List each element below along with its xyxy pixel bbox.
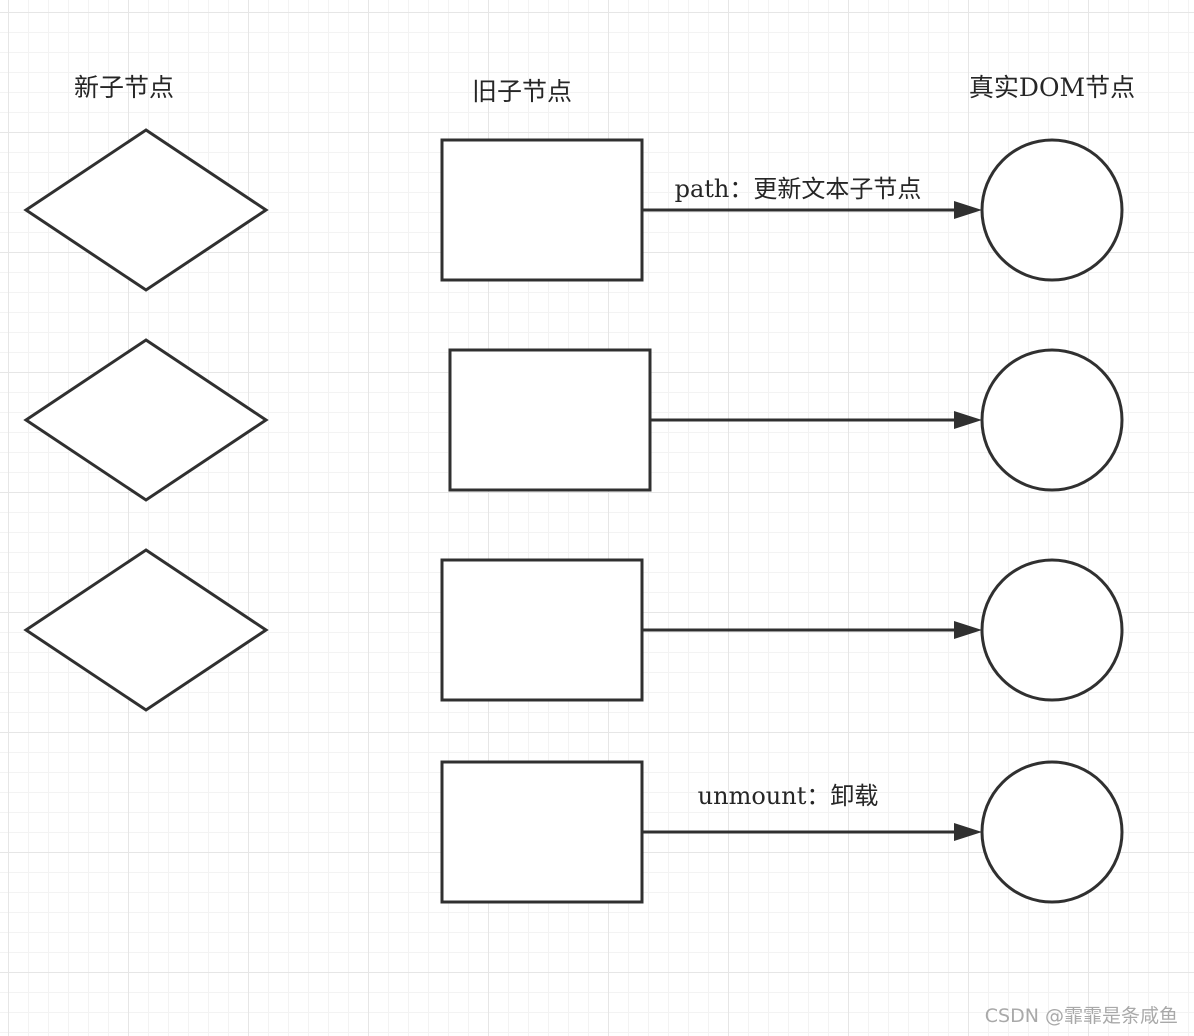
real-dom-node-2 xyxy=(980,348,1124,492)
new-children-heading: 新子节点 xyxy=(73,73,175,102)
watermark: CSDN @霏霏是条咸鱼 xyxy=(984,1005,1178,1027)
new-child-node-1 xyxy=(23,128,269,292)
real-dom-heading: 真实DOM节点 xyxy=(968,73,1136,102)
edge-4-arrowhead xyxy=(954,823,982,841)
old-children-heading: 旧子节点 xyxy=(471,77,573,106)
new-child-node-3 xyxy=(23,548,269,712)
real-dom-node-1 xyxy=(980,138,1124,282)
edge-2-arrowhead xyxy=(954,411,982,429)
edge-1-label: path：更新文本子节点 xyxy=(674,175,922,203)
old-child-node-2 xyxy=(448,348,652,492)
new-child-node-2 xyxy=(23,338,269,502)
edge-3-arrowhead xyxy=(954,621,982,639)
old-child-node-3 xyxy=(440,558,644,702)
edge-4-label: unmount：卸载 xyxy=(697,782,879,810)
old-child-node-4 xyxy=(440,760,644,904)
real-dom-node-4 xyxy=(980,760,1124,904)
real-dom-node-3 xyxy=(980,558,1124,702)
old-child-node-1 xyxy=(440,138,644,282)
edge-1-arrowhead xyxy=(954,201,982,219)
